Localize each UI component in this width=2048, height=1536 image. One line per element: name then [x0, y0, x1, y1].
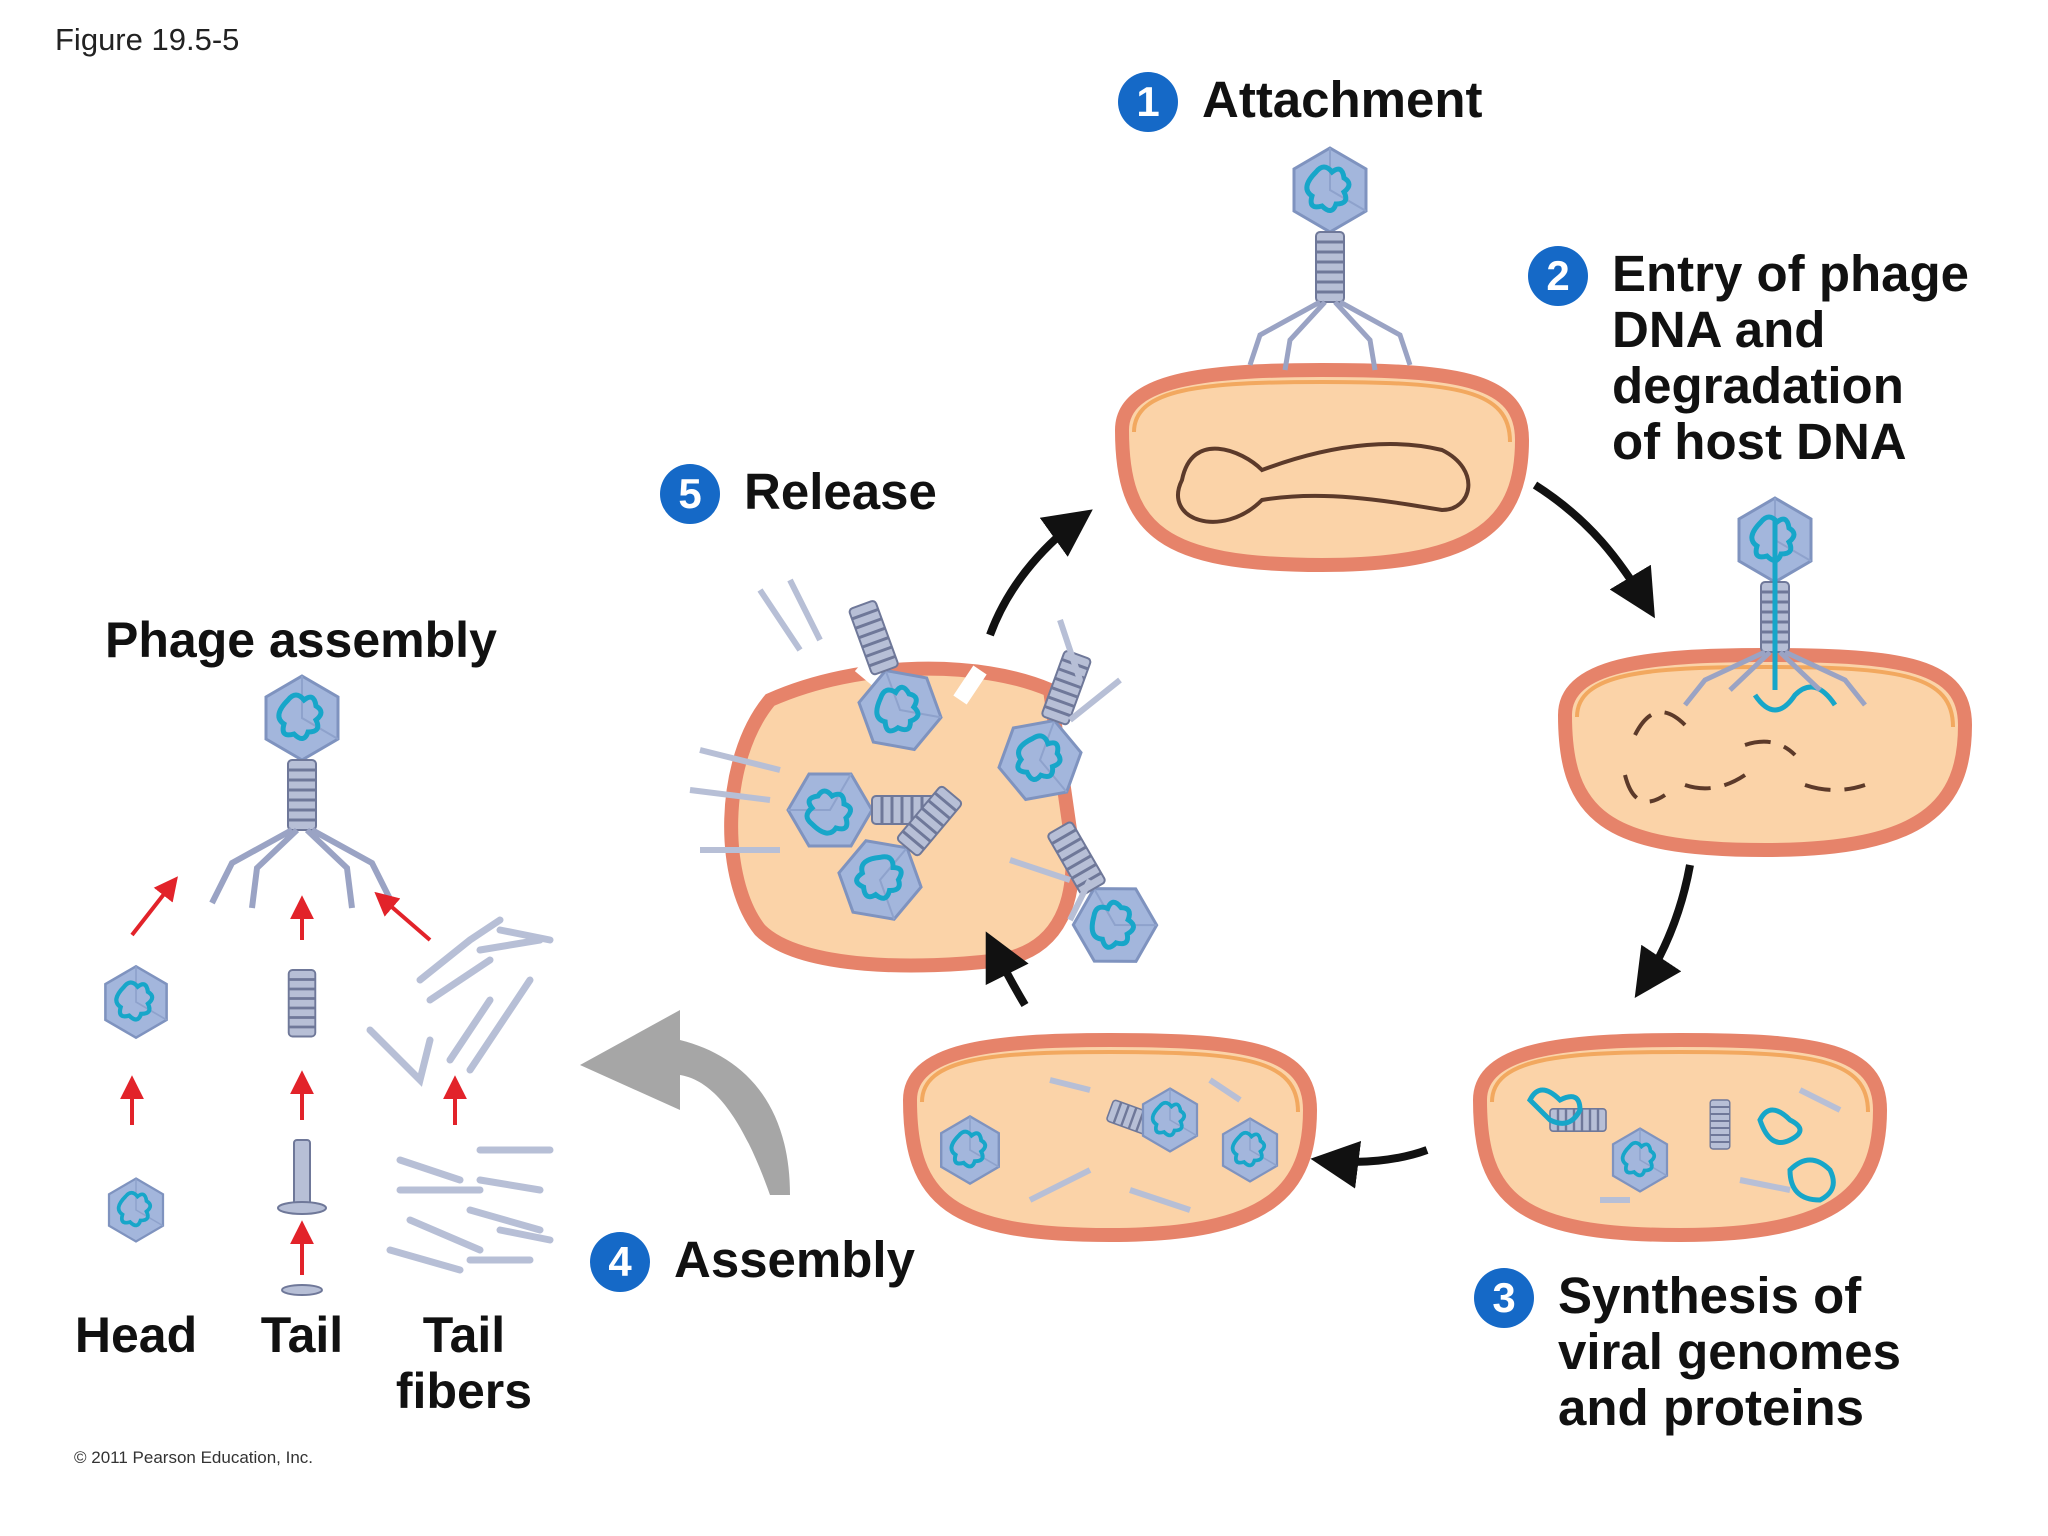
step-2-label: Entry of phage DNA and degradation of ho…	[1612, 245, 1970, 470]
tail-label: Tail	[260, 1307, 344, 1363]
step-1-attachment: 1 Attachment	[1118, 72, 1483, 132]
tail-fiber-parts	[366, 916, 554, 1274]
step-3-badge: 3	[1474, 1268, 1534, 1328]
injecting-phage	[1683, 498, 1867, 707]
head-parts	[105, 966, 166, 1244]
step-4-badge: 4	[590, 1232, 650, 1292]
step-5-badge: 5	[660, 464, 720, 524]
tail-fibers-label: Tail fibers	[395, 1307, 533, 1419]
step-3-synthesis: 3 Synthesis of viral genomes and protein…	[1474, 1268, 1901, 1436]
step-5-label: Release	[744, 463, 937, 520]
step-2-badge: 2	[1528, 246, 1588, 306]
big-gray-arrow	[580, 1010, 790, 1195]
assembled-phage	[209, 676, 395, 909]
released-phages	[689, 578, 1167, 979]
dna-entry-cell	[1565, 655, 1965, 850]
step-3-label: Synthesis of viral genomes and proteins	[1558, 1267, 1901, 1436]
assembly-red-arrows	[120, 876, 467, 1275]
tail-parts	[277, 968, 327, 1296]
assembly-cell	[910, 1040, 1310, 1235]
step-1-badge: 1	[1118, 72, 1178, 132]
phage-assembly-title: Phage assembly	[105, 612, 497, 668]
step-1-label: Attachment	[1202, 71, 1483, 128]
step-4-assembly: 4 Assembly	[590, 1232, 915, 1292]
step-5-release: 5 Release	[660, 464, 937, 524]
head-label: Head	[74, 1307, 198, 1363]
step-4-label: Assembly	[674, 1231, 915, 1288]
attaching-phage	[1247, 148, 1413, 371]
synthesis-cell	[1480, 1040, 1880, 1235]
attachment-cell	[1122, 370, 1522, 565]
cycle-arrows	[985, 481, 1694, 1189]
copyright-notice: © 2011 Pearson Education, Inc.	[74, 1448, 314, 1467]
figure-label: Figure 19.5-5	[55, 22, 240, 57]
step-2-entry: 2 Entry of phage DNA and degradation of …	[1528, 246, 1969, 470]
